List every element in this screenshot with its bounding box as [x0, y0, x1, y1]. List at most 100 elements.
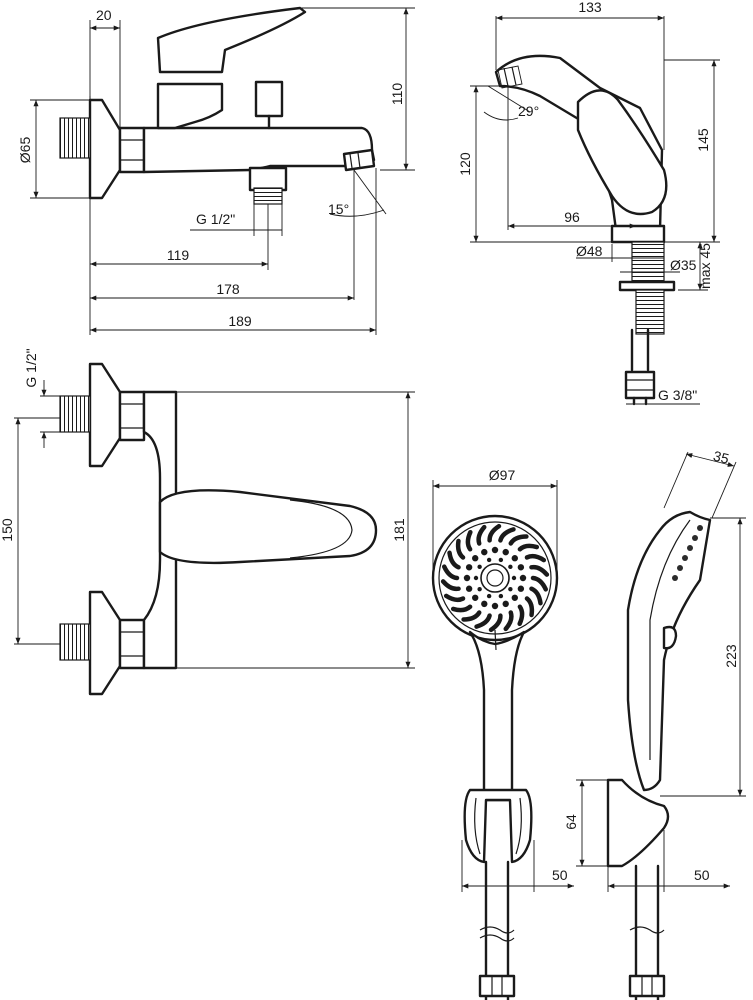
shower-front-view: Ø97 50 — [431, 467, 574, 1000]
side-hex-nut — [118, 126, 146, 174]
shower-side-holder — [606, 778, 670, 868]
shower-handle — [468, 630, 526, 802]
shower-side-button — [662, 625, 678, 650]
front-g12-label: G 1/2" — [23, 348, 39, 387]
shower-50a-label: 50 — [552, 867, 568, 883]
side-w20-label: 20 — [96, 7, 112, 23]
shower-223-label: 223 — [723, 644, 739, 668]
profile-g38-label: G 3/8" — [658, 387, 697, 403]
front-bottom-thread — [59, 623, 91, 661]
outer-nozzle-slot — [443, 593, 466, 603]
side-nozzle-bump — [697, 525, 703, 531]
profile-133-label: 133 — [578, 0, 602, 15]
outer-nozzle-slot — [529, 564, 550, 577]
side-nozzle-bump — [677, 565, 683, 571]
front-view: G 1/2" 150 181 — [0, 348, 415, 696]
outer-nozzle-slot — [450, 604, 473, 613]
shower-64-label: 64 — [563, 814, 579, 830]
middle-nozzle-dot — [517, 585, 525, 592]
shower-35-label: 35 — [712, 448, 731, 467]
profile-120-label: 120 — [457, 152, 473, 176]
outer-nozzle-slot — [440, 579, 461, 592]
profile-shank — [631, 241, 665, 283]
middle-nozzle-dot — [465, 564, 473, 571]
outer-nozzle-slot — [529, 586, 543, 606]
outer-nozzle-slot — [524, 596, 535, 618]
outer-nozzle-slot — [530, 575, 548, 592]
side-g12-label: G 1/2" — [196, 211, 235, 227]
middle-nozzle-dot — [472, 594, 479, 601]
shower-holder — [463, 788, 533, 864]
side-outlet-thread — [253, 187, 283, 205]
outer-nozzle-slot — [498, 527, 516, 543]
side-nozzle-bump — [672, 575, 678, 581]
profile-145-label: 145 — [695, 128, 711, 152]
middle-nozzle-dot — [481, 600, 488, 608]
profile-base — [610, 224, 666, 244]
shower-center-ring — [480, 563, 510, 593]
shower-50b-label: 50 — [694, 867, 710, 883]
side-l189-label: 189 — [228, 313, 252, 329]
profile-96-label: 96 — [564, 209, 580, 225]
side-nozzle-bump — [682, 555, 688, 561]
inner-nozzle-dot — [508, 564, 513, 570]
outer-nozzle-slot — [524, 553, 547, 563]
side-lever — [156, 6, 307, 74]
profile-d48-label: Ø48 — [576, 243, 603, 259]
side-a15-label: 15° — [328, 201, 349, 217]
profile-d35-label: Ø35 — [670, 257, 697, 273]
outer-nozzle-slot — [487, 523, 502, 543]
outer-nozzle-slot — [455, 538, 466, 560]
shower-side-hose-nut — [628, 974, 666, 998]
middle-nozzle-dot — [519, 574, 527, 582]
side-inlet-thread — [59, 117, 91, 159]
profile-view: 133 29° 120 145 96 Ø48 Ø35 max 45 G 3/8" — [457, 0, 720, 406]
outer-nozzle-slot — [461, 610, 482, 622]
middle-nozzle-dot — [463, 574, 471, 582]
outer-nozzle-slot — [474, 613, 492, 629]
middle-nozzle-dot — [511, 594, 518, 601]
middle-nozzle-dot — [465, 585, 473, 592]
side-d65-label: Ø65 — [17, 137, 33, 164]
outer-nozzle-slot — [488, 613, 503, 633]
side-l119-label: 119 — [167, 247, 190, 263]
outer-nozzle-slot — [508, 534, 529, 546]
inner-nozzle-dot — [473, 575, 479, 581]
side-diverter-knob — [254, 80, 284, 118]
profile-hose-nut — [624, 370, 656, 400]
front-181-label: 181 — [391, 518, 407, 542]
shower-hose-nut — [478, 974, 516, 998]
inner-nozzle-dot — [486, 557, 492, 563]
middle-nozzle-dot — [517, 564, 525, 571]
front-top-flange — [88, 362, 122, 468]
outer-nozzle-slot — [503, 610, 514, 632]
middle-nozzle-dot — [511, 555, 518, 562]
front-150-label: 150 — [0, 518, 15, 542]
outer-nozzle-slot — [442, 564, 460, 581]
shower-side-view: 35 223 64 50 — [563, 448, 746, 1000]
outer-nozzle-slot — [476, 524, 487, 546]
side-wall-flange — [88, 98, 122, 200]
front-top-thread — [59, 395, 91, 433]
outer-nozzle-slot — [517, 604, 525, 627]
inner-nozzle-dot — [508, 586, 513, 592]
inner-nozzle-dot — [477, 586, 482, 592]
inner-nozzle-dot — [498, 557, 504, 563]
middle-nozzle-dot — [481, 548, 488, 556]
front-bottom-flange — [88, 590, 122, 696]
outer-nozzle-slot — [465, 529, 473, 552]
front-lever — [158, 489, 378, 565]
profile-29-label: 29° — [518, 103, 539, 119]
inner-nozzle-dot — [511, 575, 517, 581]
inner-nozzle-dot — [498, 593, 504, 599]
inner-nozzle-dot — [486, 593, 492, 599]
side-l178-label: 178 — [216, 281, 240, 297]
side-nozzle-bump — [692, 535, 698, 541]
profile-lever — [576, 89, 668, 216]
middle-nozzle-dot — [502, 600, 509, 608]
middle-nozzle-dot — [472, 555, 479, 562]
shower-nozzle-ring — [440, 523, 550, 633]
outer-nozzle-slot — [447, 550, 461, 570]
shower-side-body — [626, 510, 712, 792]
